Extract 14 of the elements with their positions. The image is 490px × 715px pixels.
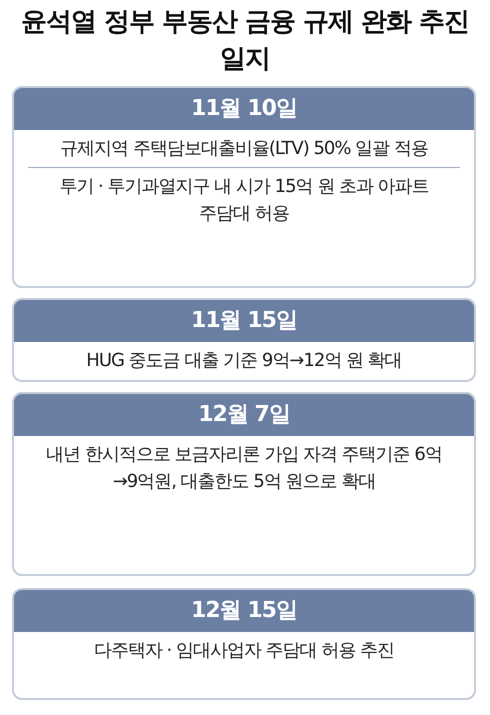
entry-text: 규제지역 주택담보대출비율(LTV) 50% 일괄 적용 [14,130,474,167]
timeline-card [12,392,476,576]
entry-text: HUG 중도금 대출 기준 9억→12억 원 확대 [14,342,474,379]
date-header: 12월 15일 [14,590,474,632]
date-header: 11월 15일 [14,300,474,342]
timeline-card [12,298,476,382]
timeline-card [12,588,476,700]
entry-text: 다주택자 · 임대사업자 주담대 허용 추진 [14,632,474,669]
entry-text: 내년 한시적으로 보금자리론 가입 자격 주택기준 6억→9억원, 대출한도 5억 원으로 확대 [14,436,474,500]
entry-text: 투기 · 투기과열지구 내 시가 15억 원 초과 아파트 주담대 허용 [14,168,474,232]
date-header: 12월 7일 [14,394,474,436]
timeline-card [12,86,476,288]
date-header: 11월 10일 [14,88,474,130]
title-text: 윤석열 정부 부동산 금융 규제 완화 추진 일지 [20,6,470,76]
